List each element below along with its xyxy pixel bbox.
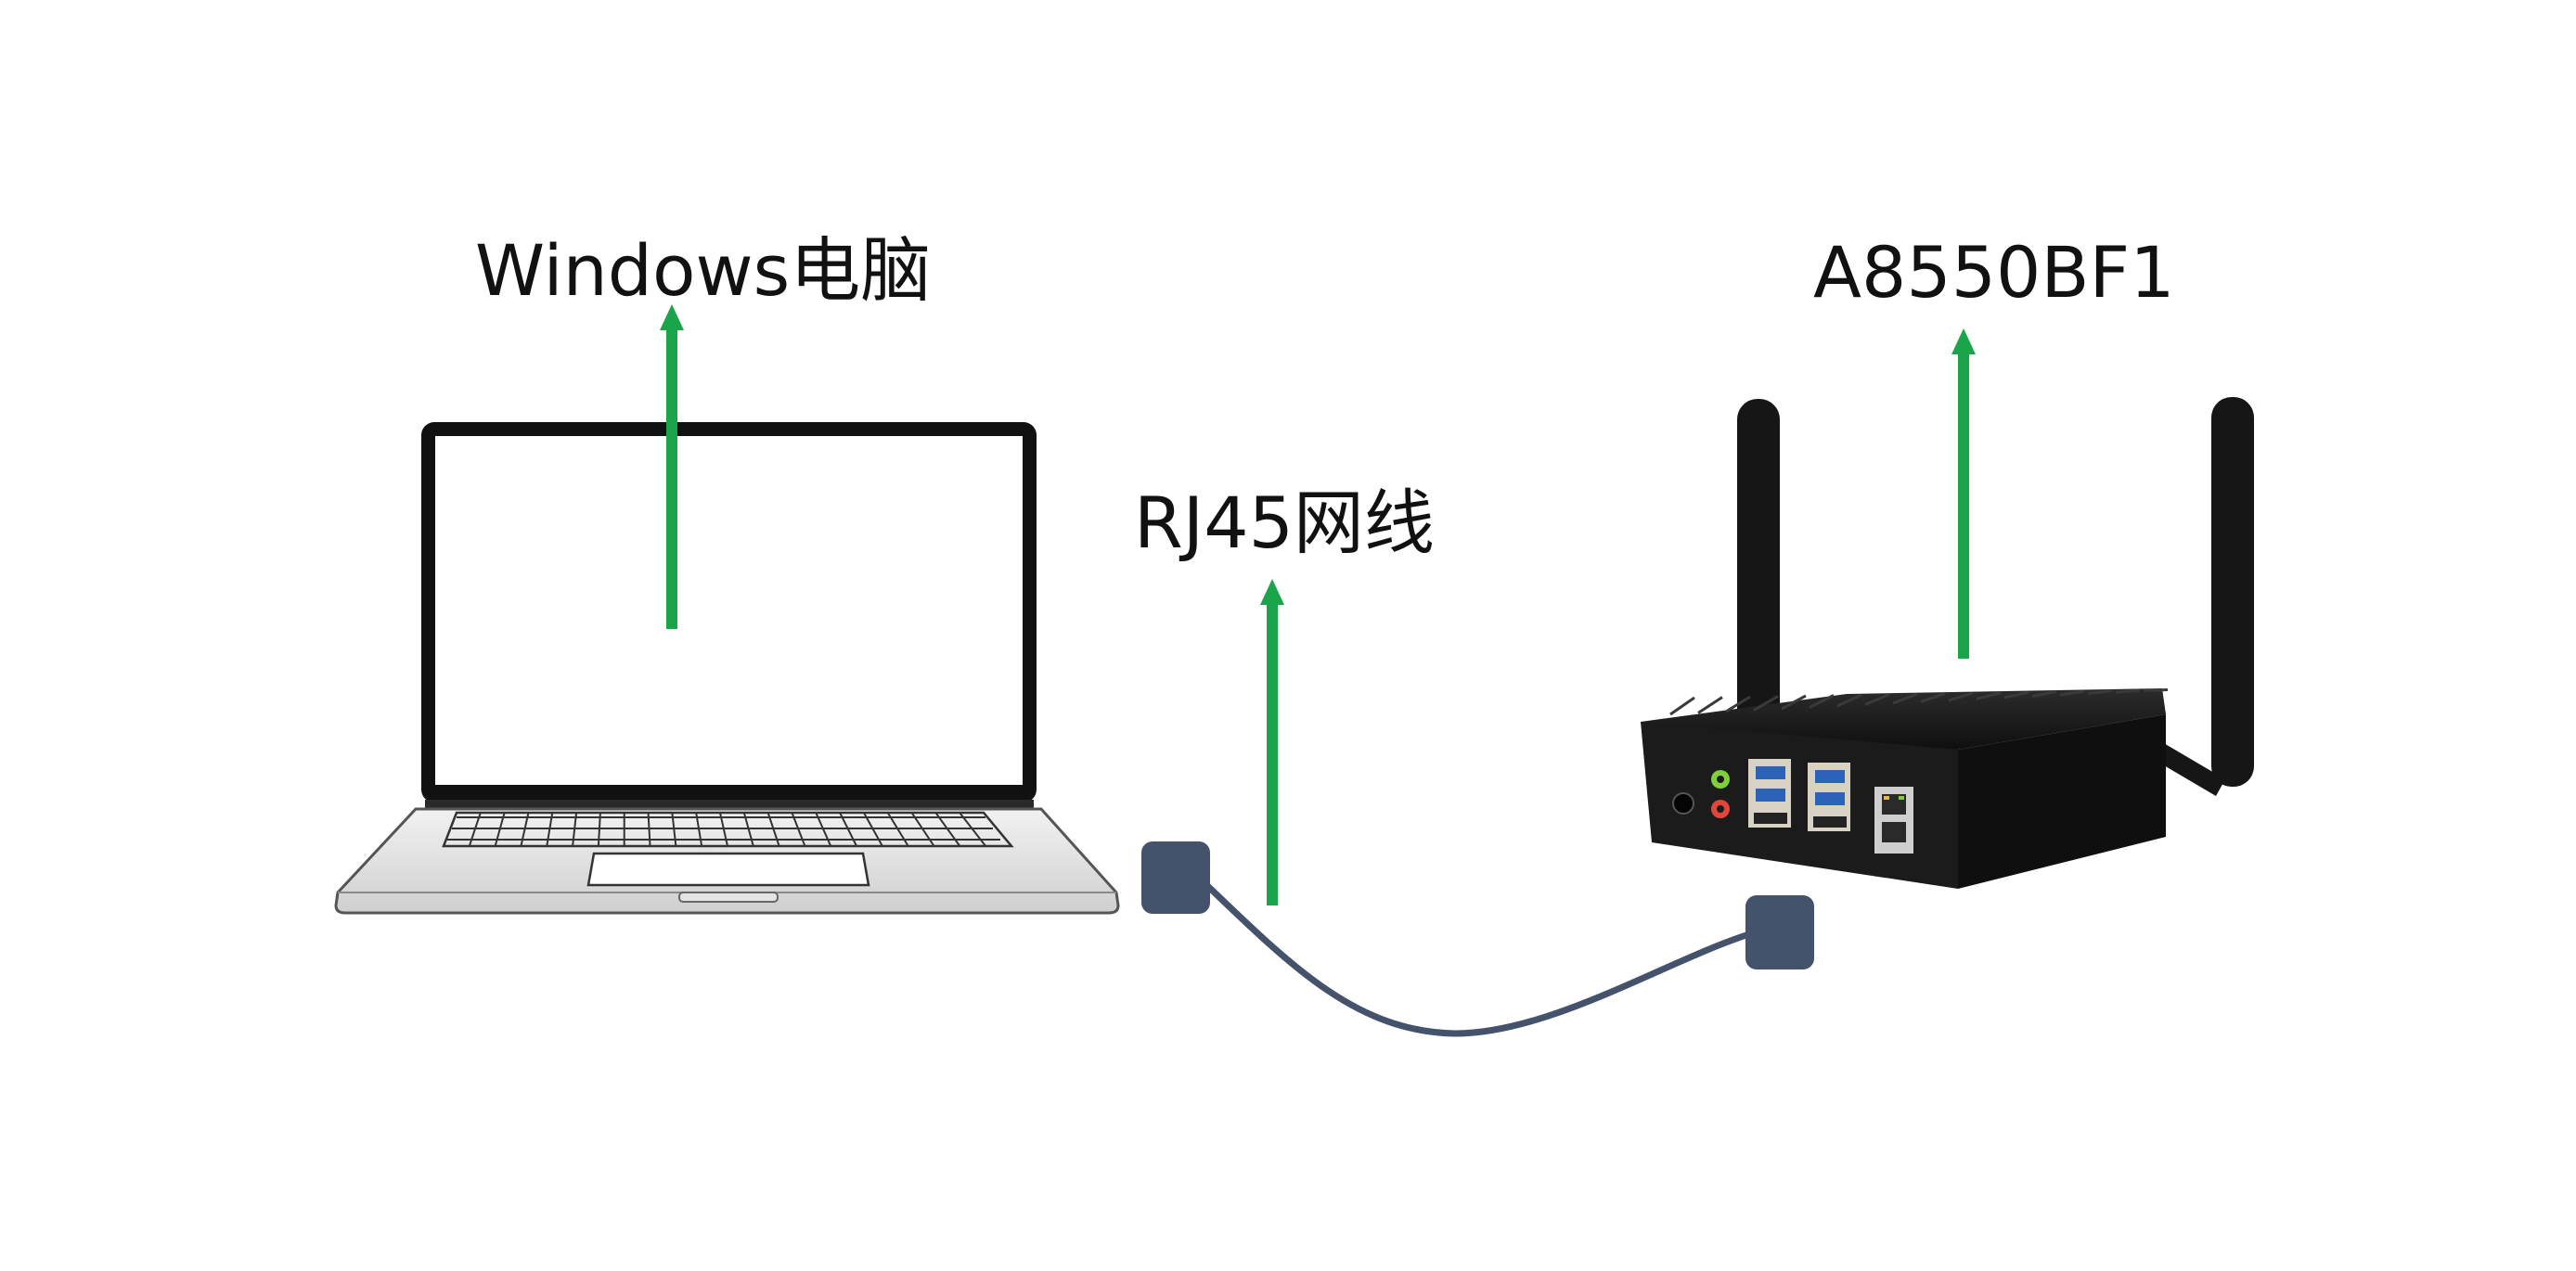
rj45-cable: [1141, 841, 1814, 1037]
cable-plug-icon: [1745, 895, 1814, 969]
cable-plug-icon: [1141, 841, 1210, 914]
laptop-icon: [334, 422, 1120, 915]
label-device: A8550BF1: [1813, 231, 2175, 314]
label-rj45-cable: RJ45网线: [1134, 481, 1435, 564]
arrow-windows-pc: [660, 304, 684, 629]
label-windows-pc: Windows电脑: [475, 229, 931, 312]
router-device-icon: [1641, 397, 2254, 889]
cable-line: [1193, 872, 1776, 1037]
arrow-cable: [1260, 579, 1284, 905]
arrow-device: [1951, 328, 1976, 659]
